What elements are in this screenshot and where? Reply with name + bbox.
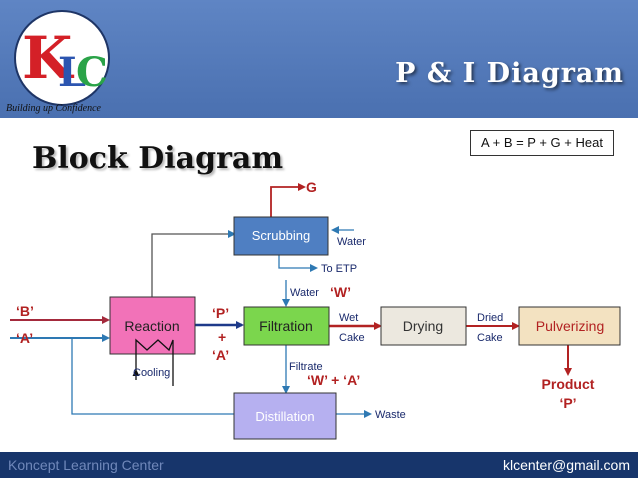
p-label: ‘P’ — [212, 305, 229, 321]
header-title: P & I Diagram — [395, 58, 624, 89]
w-label: ‘W’ — [330, 284, 351, 300]
footer-bar: Koncept Learning Center klcenter@gmail.c… — [0, 452, 638, 478]
logo-letter-k: K — [22, 24, 75, 92]
footer-email: klcenter@gmail.com — [502, 457, 630, 473]
filtrate-label: Filtrate — [289, 361, 323, 373]
logo-letter-c: C — [76, 49, 108, 96]
product-p-label: ‘P’ — [559, 395, 576, 411]
distillation-block — [233, 392, 337, 440]
drying-label: Drying — [403, 318, 443, 334]
wet-cake-label: Cake — [339, 332, 365, 344]
gas-g-arrow — [270, 183, 306, 217]
a-mid-label: ‘A’ — [212, 347, 229, 363]
filt-water-label: Water — [290, 287, 319, 299]
logo-letter-l: L — [58, 49, 86, 96]
recycle-return-line — [71, 338, 234, 415]
distillation-label: Distillation — [255, 409, 314, 424]
to-etp-label: To ETP — [321, 263, 357, 275]
a-input-label: ‘A’ — [16, 330, 33, 346]
filtration-label: Filtration — [259, 318, 313, 334]
footer-brand: Koncept Learning Center — [8, 457, 164, 473]
gas-g-label: G — [306, 179, 317, 195]
waste-label: Waste — [375, 409, 406, 421]
plus-label: + — [218, 329, 226, 345]
drying-block — [380, 306, 467, 346]
logo-mark: K L C — [22, 24, 108, 96]
cooling-coil-icon — [135, 338, 174, 386]
logo: K L C — [14, 10, 110, 106]
filtration-block — [243, 306, 330, 346]
scrubbing-label: Scrubbing — [252, 228, 311, 243]
scrub-water-label: Water — [337, 236, 366, 248]
logo-tagline: Building up Confidence — [6, 103, 101, 114]
equation-text: A + B = P + G + Heat — [481, 135, 603, 150]
pulverizing-block — [518, 306, 621, 346]
pulverizing-label: Pulverizing — [536, 318, 604, 334]
to-etp-arrow — [278, 255, 318, 272]
scrubbing-block — [233, 216, 329, 256]
header-bar: K L C Building up Confidence P & I Diagr… — [0, 0, 638, 118]
reaction-label: Reaction — [124, 318, 179, 334]
reaction-to-scrubbing-arrow — [151, 230, 236, 297]
b-input-label: ‘B’ — [16, 303, 34, 319]
page-title: Block Diagram — [32, 141, 284, 176]
dried-cake-label: Cake — [477, 332, 503, 344]
cooling-label: Cooling — [133, 367, 170, 379]
product-label: Product — [542, 376, 595, 392]
w-plus-a-label: ‘W’ + ‘A’ — [307, 372, 360, 388]
wet-label: Wet — [339, 312, 358, 324]
equation-box: A + B = P + G + Heat — [470, 130, 614, 156]
dried-label: Dried — [477, 312, 503, 324]
